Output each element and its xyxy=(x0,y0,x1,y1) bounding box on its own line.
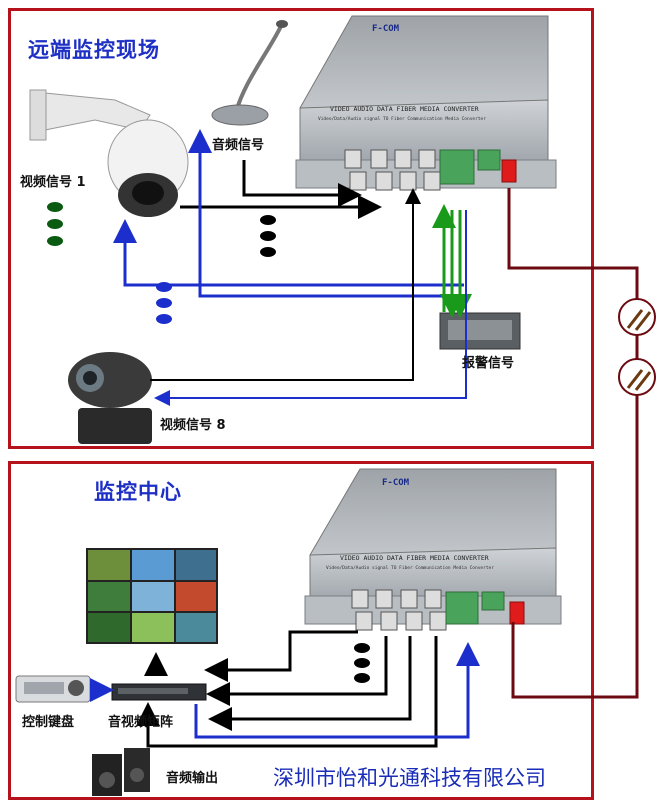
out-line-3 xyxy=(208,636,412,731)
audio-signal-label: 音频信号 xyxy=(212,138,265,153)
ellipsis-dots-blue xyxy=(156,282,172,324)
fiber-link xyxy=(507,188,656,699)
fiber-converter-remote xyxy=(295,15,557,191)
audio-output-label: 音频输出 xyxy=(166,771,219,786)
control-line-8 xyxy=(154,210,467,406)
audio-line xyxy=(242,160,362,207)
audio-out-line xyxy=(136,636,438,748)
remote-site-panel xyxy=(8,8,594,449)
remote-site-title: 远端监控现场 xyxy=(28,37,160,62)
out-line-2 xyxy=(206,636,388,706)
video-wall xyxy=(86,548,218,644)
company-name: 深圳市怡和光通科技有限公司 xyxy=(273,766,546,790)
ellipsis-dots-black xyxy=(260,215,276,257)
av-matrix-label: 音视频矩阵 xyxy=(108,715,174,730)
device-brand-remote: F-COM xyxy=(372,24,400,34)
control-keyboard-label: 控制键盘 xyxy=(22,715,75,730)
alarm-device xyxy=(439,312,521,350)
terminal-block-center-2 xyxy=(481,591,505,611)
ellipsis-dots-video xyxy=(47,202,63,246)
control-line-2 xyxy=(188,129,458,298)
ellipsis-dots-bottom xyxy=(354,643,370,683)
speakers xyxy=(92,748,150,796)
fiber-port-center xyxy=(509,601,525,625)
monitor-center-panel xyxy=(8,461,594,800)
control-keyboard xyxy=(15,675,91,703)
av-matrix xyxy=(111,683,207,701)
device-subline-center: Video/Data/Audio signal TO Fiber Communi… xyxy=(326,565,494,571)
device-subline-remote: Video/Data/Audio signal TO Fiber Communi… xyxy=(318,116,486,122)
video-signal-8-label: 视频信号 8 xyxy=(160,418,226,433)
bnc-connectors-center xyxy=(351,589,447,631)
device-model-remote: VIDEO AUDIO DATA FIBER MEDIA CONVERTER xyxy=(330,105,479,113)
alarm-signal-label: 报警信号 xyxy=(462,356,515,371)
microphone xyxy=(211,20,288,126)
terminal-block-center xyxy=(445,591,479,625)
device-model-center: VIDEO AUDIO DATA FIBER MEDIA CONVERTER xyxy=(340,554,489,562)
device-brand-center: F-COM xyxy=(382,478,410,488)
box-camera xyxy=(68,352,152,444)
fiber-port-remote xyxy=(501,159,517,183)
video-signal-1-label: 视频信号 1 xyxy=(20,175,86,190)
monitor-center-title: 监控中心 xyxy=(94,479,182,504)
terminal-block-remote-2 xyxy=(477,149,501,171)
fiber-converter-center xyxy=(304,468,562,631)
dome-camera xyxy=(29,89,189,217)
out-line-1 xyxy=(204,630,358,682)
bnc-connectors-remote xyxy=(344,149,441,191)
control-line-1 xyxy=(113,219,464,287)
control-out-line xyxy=(194,642,480,739)
video-8-line xyxy=(150,188,421,381)
terminal-block-remote xyxy=(439,149,475,185)
